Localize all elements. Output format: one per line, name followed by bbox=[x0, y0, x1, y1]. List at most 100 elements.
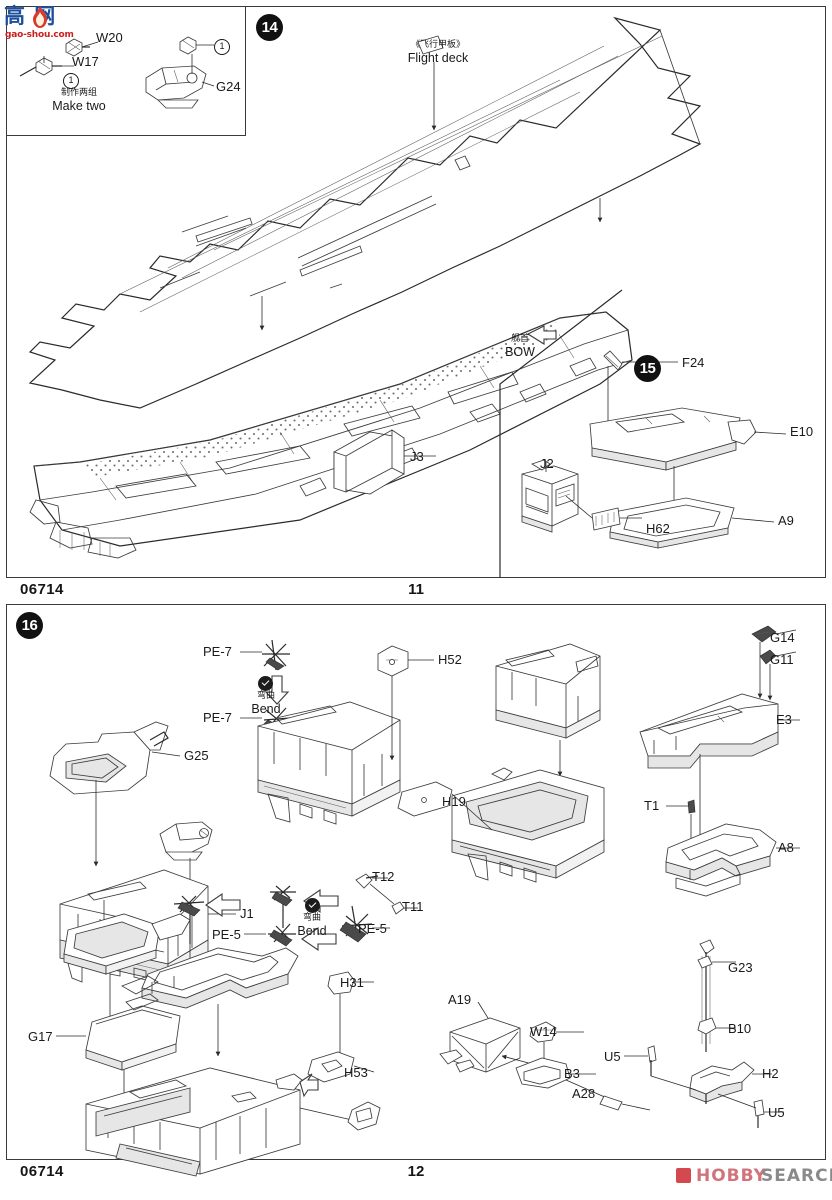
part-label-b3: B3 bbox=[564, 1066, 580, 1081]
hull-lower-body bbox=[29, 311, 633, 559]
flame-icon bbox=[33, 6, 47, 28]
part-pe-bracket-upper bbox=[159, 821, 213, 861]
footer-kit-number-12: 06714 bbox=[20, 1163, 64, 1180]
part-label-g17: G17 bbox=[28, 1029, 53, 1044]
part-h53-shape bbox=[307, 1051, 355, 1083]
search-text: SEARCH bbox=[761, 1166, 832, 1186]
bend-1-cn: 弯曲 bbox=[256, 691, 275, 701]
page-12-footer: 06714 12 bbox=[6, 1160, 826, 1186]
part-label-a8: A8 bbox=[778, 840, 794, 855]
part-u5-left-shape bbox=[647, 1045, 657, 1076]
part-t12-shape bbox=[355, 873, 379, 889]
step-14-inset-art bbox=[19, 36, 215, 109]
part-f24-shape bbox=[603, 350, 623, 371]
step-badge-15: 15 bbox=[634, 355, 661, 382]
part-j3-shape bbox=[333, 429, 405, 495]
part-g25-shape bbox=[49, 721, 169, 795]
annotation-flight-deck: 《飞行甲板》 Flight deck bbox=[386, 40, 490, 66]
part-label-a19: A19 bbox=[448, 992, 472, 1007]
part-w14-shape bbox=[529, 1021, 557, 1043]
part-label-g25: G25 bbox=[184, 748, 209, 763]
deck-surface-details bbox=[159, 35, 471, 297]
part-g24-pin bbox=[179, 36, 197, 55]
annotation-bow: 舰首 BOW bbox=[492, 334, 548, 360]
part-label-g14: G14 bbox=[770, 630, 795, 645]
bow-en: BOW bbox=[505, 345, 535, 359]
part-label-j2: J2 bbox=[540, 456, 554, 471]
part-lower-left-pin bbox=[347, 1101, 381, 1131]
part-label-w17: W17 bbox=[72, 54, 99, 69]
part-label-pe5-left: PE-5 bbox=[212, 927, 241, 942]
part-pe5-bent-shape bbox=[270, 885, 296, 928]
part-a28-shape bbox=[599, 1095, 623, 1111]
step-16-art bbox=[49, 625, 800, 1177]
bend-check-icon-1 bbox=[258, 676, 273, 691]
page-11-footer: 06714 11 bbox=[6, 578, 826, 604]
bow-arrow bbox=[526, 325, 557, 345]
part-label-u5-right: U5 bbox=[768, 1105, 785, 1120]
step-15-art bbox=[499, 289, 787, 578]
part-label-w14: W14 bbox=[530, 1024, 557, 1039]
part-h62-shape bbox=[591, 507, 621, 531]
flight-deck-assembly-art bbox=[28, 16, 702, 559]
hobby-text: HOBBY bbox=[696, 1166, 767, 1186]
part-label-e3: E3 bbox=[776, 712, 792, 727]
part-pe5-flat-shape bbox=[268, 923, 296, 947]
part-label-a9: A9 bbox=[778, 513, 794, 528]
part-label-j1: J1 bbox=[240, 906, 254, 921]
part-label-t1: T1 bbox=[644, 798, 660, 813]
part-g23-mast bbox=[697, 939, 715, 1052]
deckhouse-mid-center bbox=[495, 643, 601, 739]
part-label-pe5-right: PE-5 bbox=[358, 921, 387, 936]
part-h19-shape bbox=[397, 781, 453, 817]
part-g17-shape bbox=[85, 1005, 181, 1071]
part-label-pe7-upper: PE-7 bbox=[203, 644, 232, 659]
part-lower-left-frame bbox=[121, 947, 299, 1011]
part-a8-shape bbox=[665, 823, 777, 897]
part-a9-shape bbox=[609, 497, 735, 549]
assembly-arrows bbox=[259, 62, 603, 331]
part-pe7-upper-shape bbox=[262, 639, 290, 671]
make-two-en: Make two bbox=[52, 99, 106, 113]
part-pe5-right-shape bbox=[339, 905, 373, 943]
annotation-bend-2: 弯曲 Bend bbox=[296, 913, 328, 939]
flight-deck-cn: 《飞行甲板》 bbox=[410, 40, 465, 50]
deckhouse-lower-left-main bbox=[85, 1067, 303, 1177]
part-label-h53: H53 bbox=[344, 1065, 368, 1080]
hobby-search-mark-icon bbox=[676, 1168, 691, 1183]
part-label-g24: G24 bbox=[216, 79, 241, 94]
marker-one-a: 1 bbox=[214, 39, 230, 55]
part-b10-shape bbox=[697, 1017, 717, 1035]
bend-check-icon-2 bbox=[305, 898, 320, 913]
part-t1-shape bbox=[687, 799, 696, 814]
part-label-pe7-lower: PE-7 bbox=[203, 710, 232, 725]
part-label-b10: B10 bbox=[728, 1021, 752, 1036]
make-two-cn: 制作两组 bbox=[60, 88, 97, 98]
footer-page-number-12: 12 bbox=[407, 1163, 425, 1180]
part-u5-right-shape bbox=[753, 1099, 765, 1128]
flight-deck-plate bbox=[28, 16, 702, 409]
bend-2-en: Bend bbox=[297, 924, 327, 938]
deck-platform-center bbox=[451, 767, 605, 883]
part-b3-shape bbox=[515, 1057, 571, 1089]
part-label-h31: H31 bbox=[340, 975, 364, 990]
part-label-t12: T12 bbox=[372, 869, 395, 884]
part-w17-shape bbox=[19, 57, 62, 77]
step-badge-14: 14 bbox=[256, 14, 283, 41]
part-label-a28: A28 bbox=[572, 1086, 596, 1101]
part-j2-shape bbox=[521, 459, 579, 533]
part-label-u5-left: U5 bbox=[604, 1049, 621, 1064]
part-label-h52: H52 bbox=[438, 652, 462, 667]
marker-one-b: 1 bbox=[63, 73, 79, 89]
watermark-chars: 高 网 bbox=[4, 4, 57, 28]
part-label-h2: H2 bbox=[762, 1066, 779, 1081]
annotation-bend-1: 弯曲 Bend bbox=[250, 691, 282, 717]
annotation-make-two: 制作两组 Make two bbox=[34, 88, 124, 114]
bow-cn: 舰首 bbox=[510, 334, 529, 344]
flight-deck-en: Flight deck bbox=[407, 51, 469, 65]
part-h31-shape bbox=[327, 971, 355, 995]
part-g24-shape bbox=[145, 65, 207, 109]
bend-2-cn: 弯曲 bbox=[302, 913, 321, 923]
footer-page-number-11: 11 bbox=[408, 581, 424, 598]
